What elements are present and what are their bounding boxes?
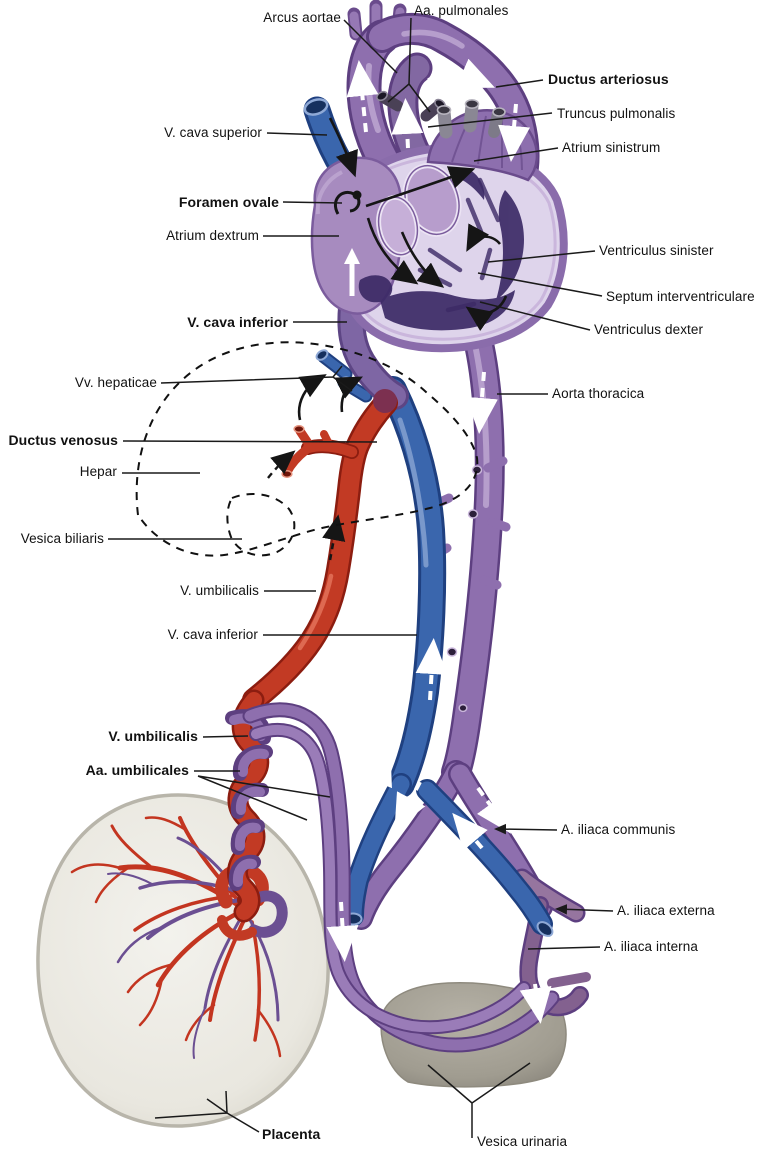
label-foramen-ovale: Foramen ovale	[178, 194, 279, 210]
flow-arrows-white	[326, 58, 552, 1024]
label-truncus-pulmonalis: Truncus pulmonalis	[557, 106, 676, 121]
label-v-umbilicalis-upper: V. umbilicalis	[180, 583, 259, 598]
label-v-umbilicalis-lower: V. umbilicalis	[108, 728, 198, 744]
label-atrium-dextrum: Atrium dextrum	[166, 228, 259, 243]
label-a-iliaca-interna: A. iliaca interna	[604, 939, 698, 954]
vena-cava-and-iliac-veins	[315, 294, 554, 937]
label-vesica-urinaria: Vesica urinaria	[477, 1134, 568, 1149]
label-aa-pulmonales: Aa. pulmonales	[414, 3, 509, 18]
flow-arrows-black	[267, 117, 508, 561]
leader-lines	[108, 17, 614, 1138]
label-vesica-biliaris: Vesica biliaris	[20, 531, 104, 546]
label-vv-hepaticae: Vv. hepaticae	[74, 375, 157, 390]
label-v-cava-superior: V. cava superior	[164, 125, 262, 140]
label-placenta: Placenta	[262, 1126, 321, 1142]
gallbladder-dashed-outline	[226, 492, 296, 557]
right-atrium-flow-arrow	[344, 248, 360, 296]
placenta-illustration	[36, 793, 330, 1128]
label-a-iliaca-externa: A. iliaca externa	[617, 903, 715, 918]
label-ductus-arteriosus: Ductus arteriosus	[548, 71, 669, 87]
label-ventriculus-dexter: Ventriculus dexter	[594, 322, 704, 337]
label-v-cava-inferior-lower: V. cava inferior	[167, 627, 258, 642]
label-atrium-sinistrum: Atrium sinistrum	[562, 140, 661, 155]
label-septum-interventriculare: Septum interventriculare	[606, 289, 755, 304]
label-v-cava-inferior-upper: V. cava inferior	[187, 314, 288, 330]
label-arcus-aortae: Arcus aortae	[263, 10, 341, 25]
label-a-iliaca-communis: A. iliaca communis	[561, 822, 676, 837]
liver-dashed-outline	[135, 341, 479, 557]
label-ventriculus-sinister: Ventriculus sinister	[599, 243, 714, 258]
umbilical-vein-red	[242, 389, 398, 712]
heart-illustration	[310, 99, 568, 353]
label-hepar: Hepar	[79, 464, 117, 479]
label-aa-umbilicales: Aa. umbilicales	[85, 762, 189, 778]
label-aorta-thoracica: Aorta thoracica	[552, 386, 645, 401]
label-ductus-venosus: Ductus venosus	[8, 432, 118, 448]
